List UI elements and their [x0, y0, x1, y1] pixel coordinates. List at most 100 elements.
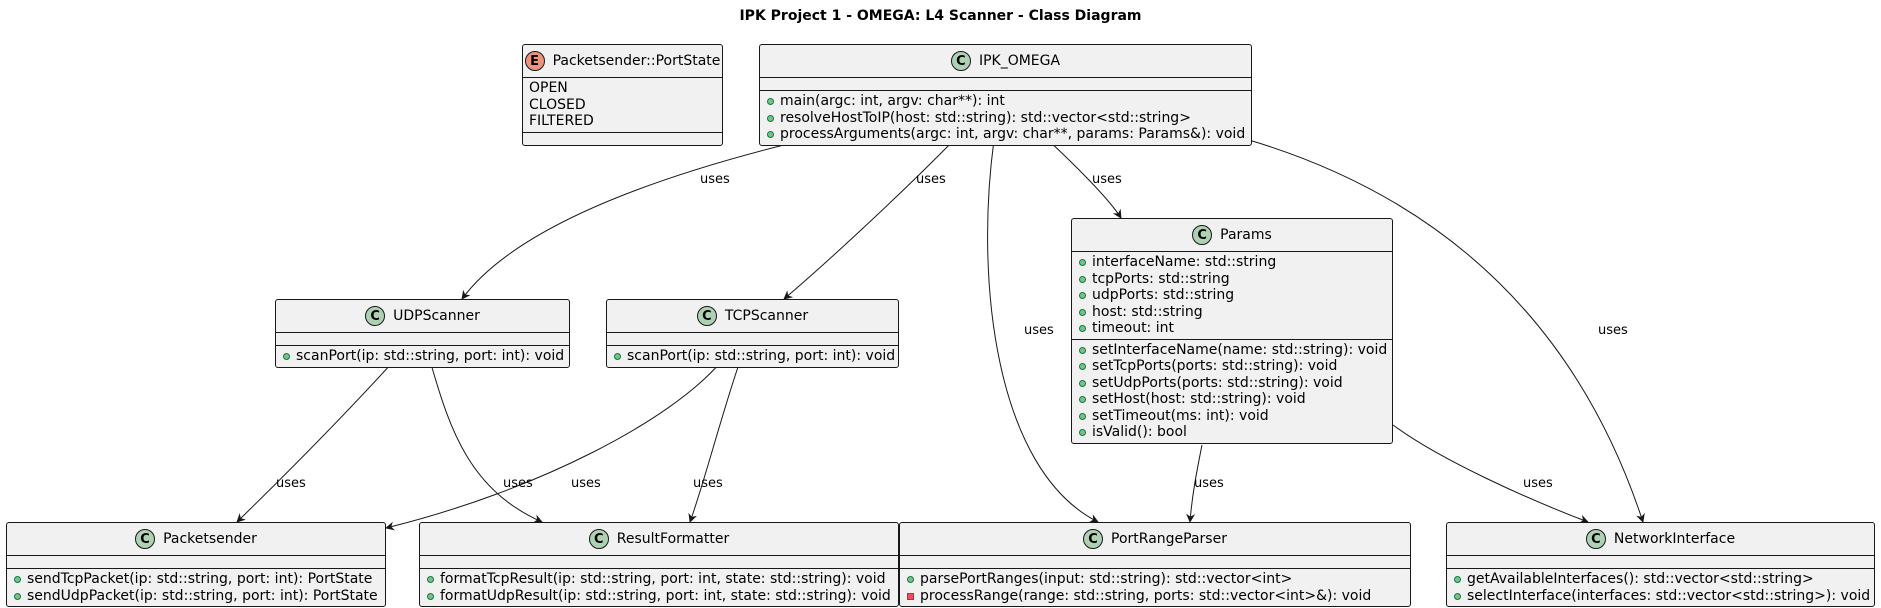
class-methods: getAvailableInterfaces(): std::vector<st… [1447, 569, 1874, 606]
class-name: TCPScanner [724, 308, 809, 324]
member-text: sendTcpPacket(ip: std::string, port: int… [27, 571, 373, 587]
class-name: PortRangeParser [1111, 531, 1227, 547]
relation-label: uses [700, 172, 730, 187]
class-icon: C [1192, 225, 1213, 245]
relation-udpscanner-packetsender [236, 363, 392, 523]
member-text: FILTERED [529, 113, 594, 129]
class-header: C Params [1072, 219, 1392, 252]
relation-ipk_omega-tcpscanner [783, 139, 955, 300]
public-visibility-icon [767, 114, 774, 122]
public-visibility-icon [283, 353, 290, 360]
class-methods: sendTcpPacket(ip: std::string, port: int… [7, 569, 385, 606]
relation-label: uses [693, 476, 723, 491]
class-member: resolveHostToIP(host: std::string): std:… [760, 110, 1251, 127]
member-text: formatTcpResult(ip: std::string, port: i… [440, 571, 886, 587]
public-visibility-icon [1079, 259, 1086, 266]
public-visibility-icon [1079, 412, 1086, 420]
public-visibility-icon [1079, 429, 1086, 436]
class-member: scanPort(ip: std::string, port: int): vo… [607, 348, 898, 365]
class-name: Packetsender::PortState [552, 53, 721, 69]
class-name: UDPScanner [393, 308, 480, 324]
member-text: host: std::string [1092, 303, 1203, 320]
class-name: NetworkInterface [1613, 531, 1736, 547]
member-text: resolveHostToIP(host: std::string): std:… [780, 109, 1191, 126]
class-fields [7, 556, 385, 569]
class-icon: C [1083, 529, 1104, 549]
member-text: setTimeout(ms: int): void [1092, 407, 1269, 424]
diagram-title: IPK Project 1 - OMEGA: L4 Scanner - Clas… [739, 8, 1142, 24]
class-fields [1447, 556, 1874, 569]
public-visibility-icon [14, 576, 21, 583]
class-icon: C [1585, 529, 1606, 549]
class-fields [760, 78, 1251, 91]
class-fields [276, 333, 569, 346]
public-visibility-icon [1079, 308, 1086, 316]
public-visibility-icon [1454, 576, 1461, 583]
class-member: processRange(range: std::string, ports: … [900, 588, 1410, 605]
public-visibility-icon [1079, 292, 1086, 299]
class-member: timeout: int [1072, 320, 1392, 337]
class-member: scanPort(ip: std::string, port: int): vo… [276, 348, 569, 365]
relation-label: uses [276, 476, 306, 491]
class-member: udpPorts: std::string [1072, 287, 1392, 304]
relation-label: uses [571, 476, 601, 491]
class-member: setTimeout(ms: int): void [1072, 408, 1392, 425]
relation-tcpscanner-resultformatter [688, 363, 740, 523]
class-header: C NetworkInterface [1447, 523, 1874, 556]
private-visibility-icon [907, 592, 914, 600]
member-text: setInterfaceName(name: std::string): voi… [1092, 341, 1388, 358]
class-member: main(argc: int, argv: char**): int [760, 93, 1251, 110]
class-member: setInterfaceName(name: std::string): voi… [1072, 342, 1392, 359]
class-member: sendUdpPacket(ip: std::string, port: int… [7, 588, 385, 605]
relation-label: uses [1024, 323, 1054, 338]
relation-params-portrangeparser [1186, 444, 1203, 523]
class-methods: parsePortRanges(input: std::string): std… [900, 569, 1410, 606]
enum-value: OPEN [523, 80, 722, 97]
enum-icon: E [524, 51, 545, 71]
relation-label: uses [1194, 476, 1224, 491]
enum-methods [523, 133, 722, 145]
class-name: ResultFormatter [616, 531, 730, 547]
relation-label: uses [1092, 172, 1122, 187]
member-text: scanPort(ip: std::string, port: int): vo… [627, 348, 896, 364]
member-text: selectInterface(interfaces: std::vector<… [1467, 587, 1871, 604]
class-methods: scanPort(ip: std::string, port: int): vo… [276, 346, 569, 367]
class-member: setTcpPorts(ports: std::string): void [1072, 358, 1392, 375]
class-box-networkinterface: C NetworkInterface getAvailableInterfaces(… [1446, 522, 1875, 607]
class-methods: scanPort(ip: std::string, port: int): vo… [607, 346, 898, 367]
relation-label: uses [503, 476, 533, 491]
enum-value: FILTERED [523, 113, 722, 130]
public-visibility-icon [427, 592, 434, 600]
class-box-portrangeparser: C PortRangeParser parsePortRanges(input: s… [899, 522, 1411, 607]
public-visibility-icon [1079, 396, 1086, 403]
member-text: parsePortRanges(input: std::string): std… [920, 571, 1293, 587]
class-fields [607, 333, 898, 346]
member-text: scanPort(ip: std::string, port: int): vo… [296, 348, 565, 364]
member-text: CLOSED [529, 96, 586, 113]
class-member: selectInterface(interfaces: std::vector<… [1447, 588, 1874, 605]
member-text: sendUdpPacket(ip: std::string, port: int… [27, 587, 378, 604]
relation-label: uses [1523, 476, 1553, 491]
class-member: sendTcpPacket(ip: std::string, port: int… [7, 571, 385, 588]
relation-ipk_omega-params [1047, 139, 1122, 219]
member-text: timeout: int [1092, 320, 1174, 336]
class-member: parsePortRanges(input: std::string): std… [900, 571, 1410, 588]
class-member: isValid(): bool [1072, 424, 1392, 441]
public-visibility-icon [767, 131, 774, 138]
class-header: C PortRangeParser [900, 523, 1410, 556]
class-name: Params [1220, 227, 1272, 243]
class-name: Packetsender [163, 531, 257, 547]
